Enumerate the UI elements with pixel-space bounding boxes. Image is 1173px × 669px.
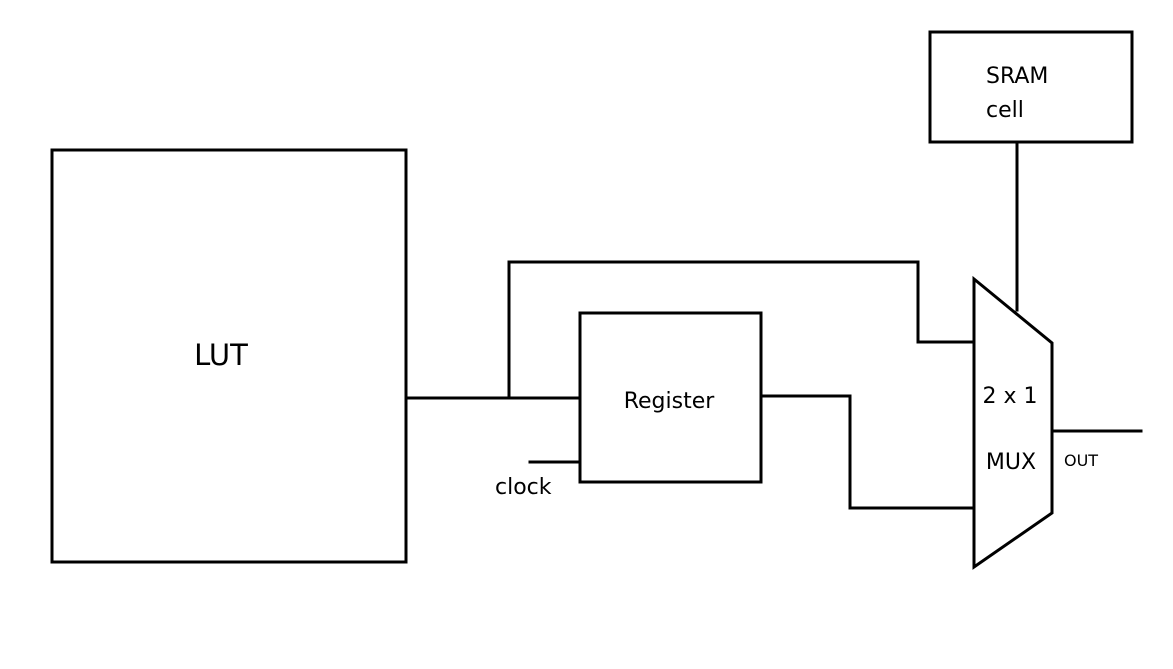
- wire-bypass-to-mux: [507, 260, 976, 400]
- register-label: Register: [624, 389, 716, 414]
- wires: [403, 140, 1143, 510]
- out-label: OUT: [1064, 451, 1098, 470]
- sram-cell-block: SRAM cell: [928, 30, 1134, 144]
- register-block: Register: [578, 311, 763, 484]
- register-box: [578, 311, 763, 484]
- sram-cell-box: [928, 30, 1134, 144]
- lut-block: LUT: [50, 148, 408, 564]
- mux-label-line2: MUX: [986, 450, 1036, 475]
- lut-label: LUT: [194, 338, 248, 372]
- clock-label: clock: [495, 475, 552, 500]
- lut-box: [50, 148, 408, 564]
- mux-trapezoid: [972, 275, 1054, 570]
- mux-block: 2 x 1 MUX: [972, 275, 1054, 570]
- mux-label-line1: 2 x 1: [983, 384, 1038, 409]
- sram-label-line2: cell: [986, 98, 1024, 123]
- sram-label-line1: SRAM: [986, 64, 1048, 89]
- wire-register-to-mux: [759, 394, 976, 510]
